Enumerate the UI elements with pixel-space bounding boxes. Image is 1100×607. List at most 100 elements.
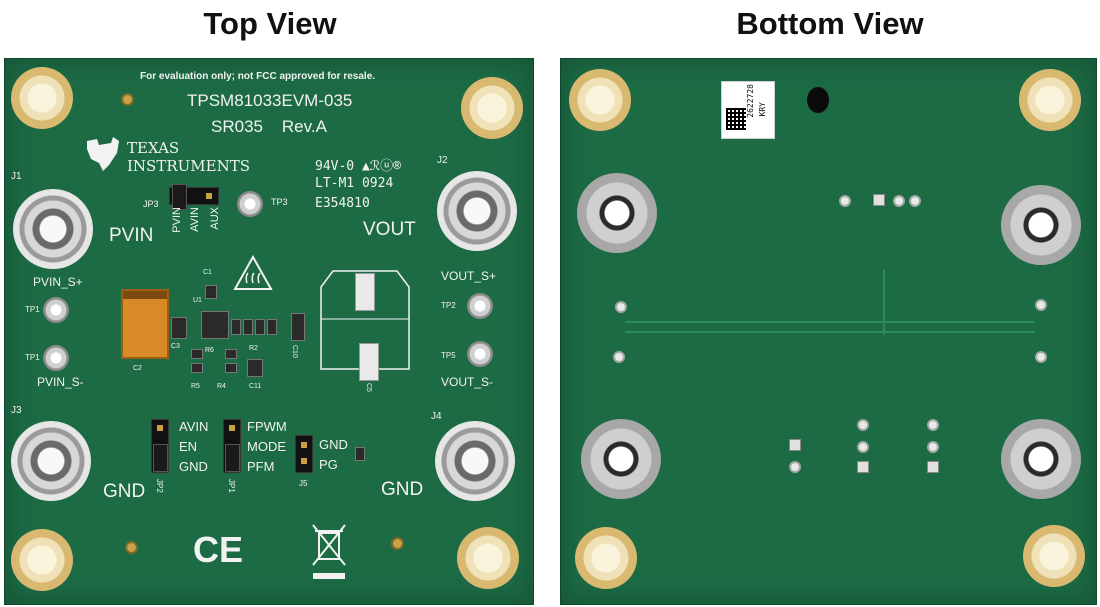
pvin-label: PVIN bbox=[109, 225, 154, 246]
brand-line-2: INSTRUMENTS bbox=[127, 157, 250, 175]
j5-pin-header[interactable] bbox=[295, 435, 313, 473]
sticker-suffix: KRY bbox=[758, 102, 767, 117]
jp3-pin-header[interactable] bbox=[169, 184, 219, 210]
gnd-banana-jack-left[interactable] bbox=[11, 421, 91, 501]
label-j3: J3 bbox=[11, 405, 22, 416]
jp2-jumper[interactable] bbox=[153, 444, 168, 472]
input-capacitor-c2 bbox=[121, 289, 169, 359]
jp1-pin-header[interactable] bbox=[223, 419, 241, 473]
mounting-hole-top-right bbox=[1019, 69, 1081, 131]
bottom-view-board: 2622728 KRY bbox=[560, 58, 1097, 605]
square-pad bbox=[873, 194, 885, 206]
vout-s-plus-label: VOUT_S+ bbox=[441, 269, 497, 283]
vout-banana-jack[interactable] bbox=[437, 171, 517, 251]
tp5-test-point[interactable] bbox=[467, 341, 493, 367]
label-r2: R2 bbox=[249, 345, 258, 352]
via bbox=[857, 441, 869, 453]
top-view-board: For evaluation only; not FCC approved fo… bbox=[4, 58, 534, 605]
via bbox=[789, 461, 801, 473]
fpwm-label: FPWM bbox=[247, 419, 287, 434]
tp1-minus-test-point[interactable] bbox=[43, 345, 69, 371]
pvin-s-minus-label: PVIN_S- bbox=[37, 375, 84, 389]
board-revision: SR035 Rev.A bbox=[211, 117, 327, 136]
bottom-view-title: Bottom View bbox=[736, 6, 924, 41]
label-c3: C3 bbox=[171, 343, 180, 350]
mode-label: MODE bbox=[247, 439, 286, 454]
label-jp3: JP3 bbox=[143, 199, 159, 209]
vout-s-minus-label: VOUT_S- bbox=[441, 375, 494, 389]
jp3-aux-label: AUX bbox=[209, 207, 221, 230]
en-label: EN bbox=[179, 439, 198, 454]
pvin-jack-back bbox=[577, 173, 657, 253]
via bbox=[839, 195, 851, 207]
fiducial-via bbox=[121, 93, 134, 106]
mounting-hole-bottom-right bbox=[1023, 525, 1085, 587]
label-jp2: JP2 bbox=[155, 479, 164, 493]
avin-label: AVIN bbox=[179, 419, 209, 434]
jp3-jumper[interactable] bbox=[172, 184, 187, 210]
tp3-test-point[interactable] bbox=[237, 191, 263, 217]
via bbox=[927, 441, 939, 453]
label-u1: U1 bbox=[193, 297, 202, 304]
via bbox=[613, 351, 625, 363]
mounting-hole-bottom-left bbox=[11, 529, 73, 591]
via bbox=[615, 301, 627, 313]
weee-crossed-bin-icon bbox=[312, 524, 346, 579]
label-c10: C10 bbox=[291, 345, 298, 358]
mounting-hole-top-right bbox=[461, 77, 523, 139]
gnd-label-j5: GND bbox=[319, 437, 348, 452]
via bbox=[909, 195, 921, 207]
mounting-hole-bottom-right bbox=[457, 527, 519, 589]
ce-mark: CE bbox=[193, 529, 244, 570]
brand-line-1: TEXAS bbox=[127, 139, 180, 157]
mounting-hole-bottom-left bbox=[575, 527, 637, 589]
pvin-banana-jack[interactable] bbox=[13, 189, 93, 269]
gnd-label-right: GND bbox=[381, 479, 424, 500]
sense-trace bbox=[625, 321, 1035, 323]
sticker-code: 2622728 bbox=[746, 84, 755, 118]
capacitor-c3 bbox=[171, 317, 187, 339]
resistor-r6 bbox=[191, 349, 203, 359]
label-c1: C1 bbox=[203, 269, 212, 276]
label-tp1-a: TP1 bbox=[25, 305, 40, 314]
jp3-pvin-label: PVIN bbox=[171, 207, 183, 233]
square-pad bbox=[857, 461, 869, 473]
pvin-s-plus-label: PVIN_S+ bbox=[33, 275, 83, 289]
capacitor-pad bbox=[359, 343, 379, 381]
mounting-hole-top-left bbox=[569, 69, 631, 131]
tp2-test-point[interactable] bbox=[467, 293, 493, 319]
resistor-r2 bbox=[225, 349, 237, 359]
jp1-jumper[interactable] bbox=[225, 444, 240, 472]
resistor bbox=[231, 319, 241, 335]
label-c5: C5 bbox=[365, 383, 372, 392]
header-pin bbox=[229, 425, 235, 431]
label-tp2: TP2 bbox=[441, 301, 456, 310]
mounting-hole-top-left bbox=[11, 67, 73, 129]
fiducial-via bbox=[125, 541, 138, 554]
label-j2: J2 bbox=[437, 155, 448, 166]
flammability-rating: 94V-0 ▲ℛⓤ® bbox=[315, 159, 401, 174]
tp1-plus-test-point[interactable] bbox=[43, 297, 69, 323]
serial-barcode-sticker: 2622728 KRY bbox=[721, 81, 775, 139]
ink-dot-mark bbox=[807, 87, 829, 113]
via bbox=[927, 419, 939, 431]
label-j5: J5 bbox=[299, 479, 308, 488]
sense-trace bbox=[883, 269, 885, 335]
ul-code: E354810 bbox=[315, 196, 370, 211]
resistor-r4 bbox=[225, 363, 237, 373]
label-r4: R4 bbox=[217, 383, 226, 390]
gnd-label-left: GND bbox=[103, 481, 146, 502]
texas-instruments-logo-icon bbox=[87, 137, 119, 171]
jp2-pin-header[interactable] bbox=[151, 419, 169, 473]
label-tp1-b: TP1 bbox=[25, 353, 40, 362]
resistor bbox=[243, 319, 253, 335]
pfm-label: PFM bbox=[247, 459, 275, 474]
gnd-jack-back-right bbox=[1001, 419, 1081, 499]
label-r5: R5 bbox=[191, 383, 200, 390]
fiducial-via bbox=[391, 537, 404, 550]
hot-surface-warning-icon bbox=[233, 255, 273, 290]
gnd-banana-jack-right[interactable] bbox=[435, 421, 515, 501]
capacitor-pad bbox=[355, 273, 375, 311]
square-pad bbox=[789, 439, 801, 451]
header-pin bbox=[301, 442, 307, 448]
